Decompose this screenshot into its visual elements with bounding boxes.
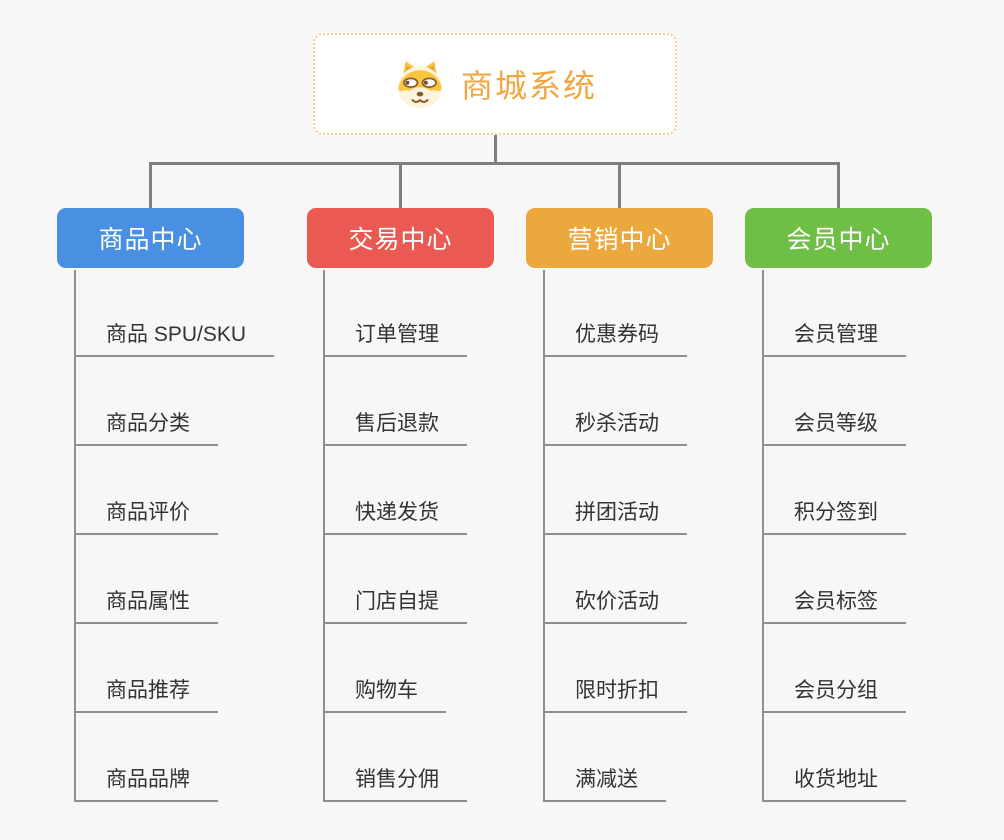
leaf-node[interactable]: 拼团活动 bbox=[543, 500, 687, 535]
leaf-node[interactable]: 售后退款 bbox=[323, 411, 467, 446]
branch-trunk-line bbox=[762, 270, 764, 802]
leaf-node[interactable]: 门店自提 bbox=[323, 589, 467, 624]
leaf-node[interactable]: 商品分类 bbox=[74, 411, 218, 446]
leaf-node[interactable]: 商品评价 bbox=[74, 500, 218, 535]
leaf-node[interactable]: 砍价活动 bbox=[543, 589, 687, 624]
leaf-node[interactable]: 会员标签 bbox=[762, 589, 906, 624]
root-node[interactable]: 商城系统 bbox=[313, 33, 677, 135]
connector-branch-stub-1 bbox=[149, 162, 152, 208]
connector-branch-stub-3 bbox=[618, 162, 621, 208]
leaf-node[interactable]: 限时折扣 bbox=[543, 678, 687, 713]
leaf-node[interactable]: 优惠券码 bbox=[543, 322, 687, 357]
leaf-node[interactable]: 商品属性 bbox=[74, 589, 218, 624]
leaf-node[interactable]: 商品推荐 bbox=[74, 678, 218, 713]
leaf-node[interactable]: 会员管理 bbox=[762, 322, 906, 357]
branch-children-trade-center: 订单管理 售后退款 快递发货 门店自提 购物车 销售分佣 bbox=[323, 270, 583, 804]
leaf-node[interactable]: 销售分佣 bbox=[323, 767, 467, 802]
branch-node-product-center[interactable]: 商品中心 bbox=[57, 208, 244, 268]
leaf-node[interactable]: 购物车 bbox=[323, 678, 446, 713]
leaf-node[interactable]: 会员分组 bbox=[762, 678, 906, 713]
leaf-node[interactable]: 快递发货 bbox=[323, 500, 467, 535]
dog-face-icon bbox=[393, 58, 447, 110]
leaf-node[interactable]: 商品品牌 bbox=[74, 767, 218, 802]
leaf-node[interactable]: 商品 SPU/SKU bbox=[74, 322, 275, 357]
branch-node-member-center[interactable]: 会员中心 bbox=[745, 208, 932, 268]
branch-children-member-center: 会员管理 会员等级 积分签到 会员标签 会员分组 收货地址 bbox=[762, 270, 1004, 804]
root-title: 商城系统 bbox=[460, 68, 597, 104]
connector-branch-stub-2 bbox=[399, 162, 402, 208]
leaf-node[interactable]: 会员等级 bbox=[762, 411, 906, 446]
leaf-node[interactable]: 订单管理 bbox=[323, 322, 467, 357]
branch-node-trade-center[interactable]: 交易中心 bbox=[307, 208, 494, 268]
branch-node-marketing-center[interactable]: 营销中心 bbox=[526, 208, 713, 268]
leaf-node[interactable]: 满减送 bbox=[543, 767, 666, 802]
connector-root-stub bbox=[494, 135, 497, 163]
branch-trunk-line bbox=[323, 270, 325, 802]
connector-branch-stub-4 bbox=[837, 162, 840, 208]
connector-horizontal-rail bbox=[149, 162, 840, 165]
branch-trunk-line bbox=[543, 270, 545, 802]
leaf-node[interactable]: 收货地址 bbox=[762, 767, 906, 802]
leaf-node[interactable]: 积分签到 bbox=[762, 500, 906, 535]
branch-children-product-center: 商品 SPU/SKU 商品分类 商品评价 商品属性 商品推荐 商品品牌 bbox=[74, 270, 334, 804]
leaf-node[interactable]: 秒杀活动 bbox=[543, 411, 687, 446]
branch-trunk-line bbox=[74, 270, 76, 802]
branch-children-marketing-center: 优惠券码 秒杀活动 拼团活动 砍价活动 限时折扣 满减送 bbox=[543, 270, 803, 804]
